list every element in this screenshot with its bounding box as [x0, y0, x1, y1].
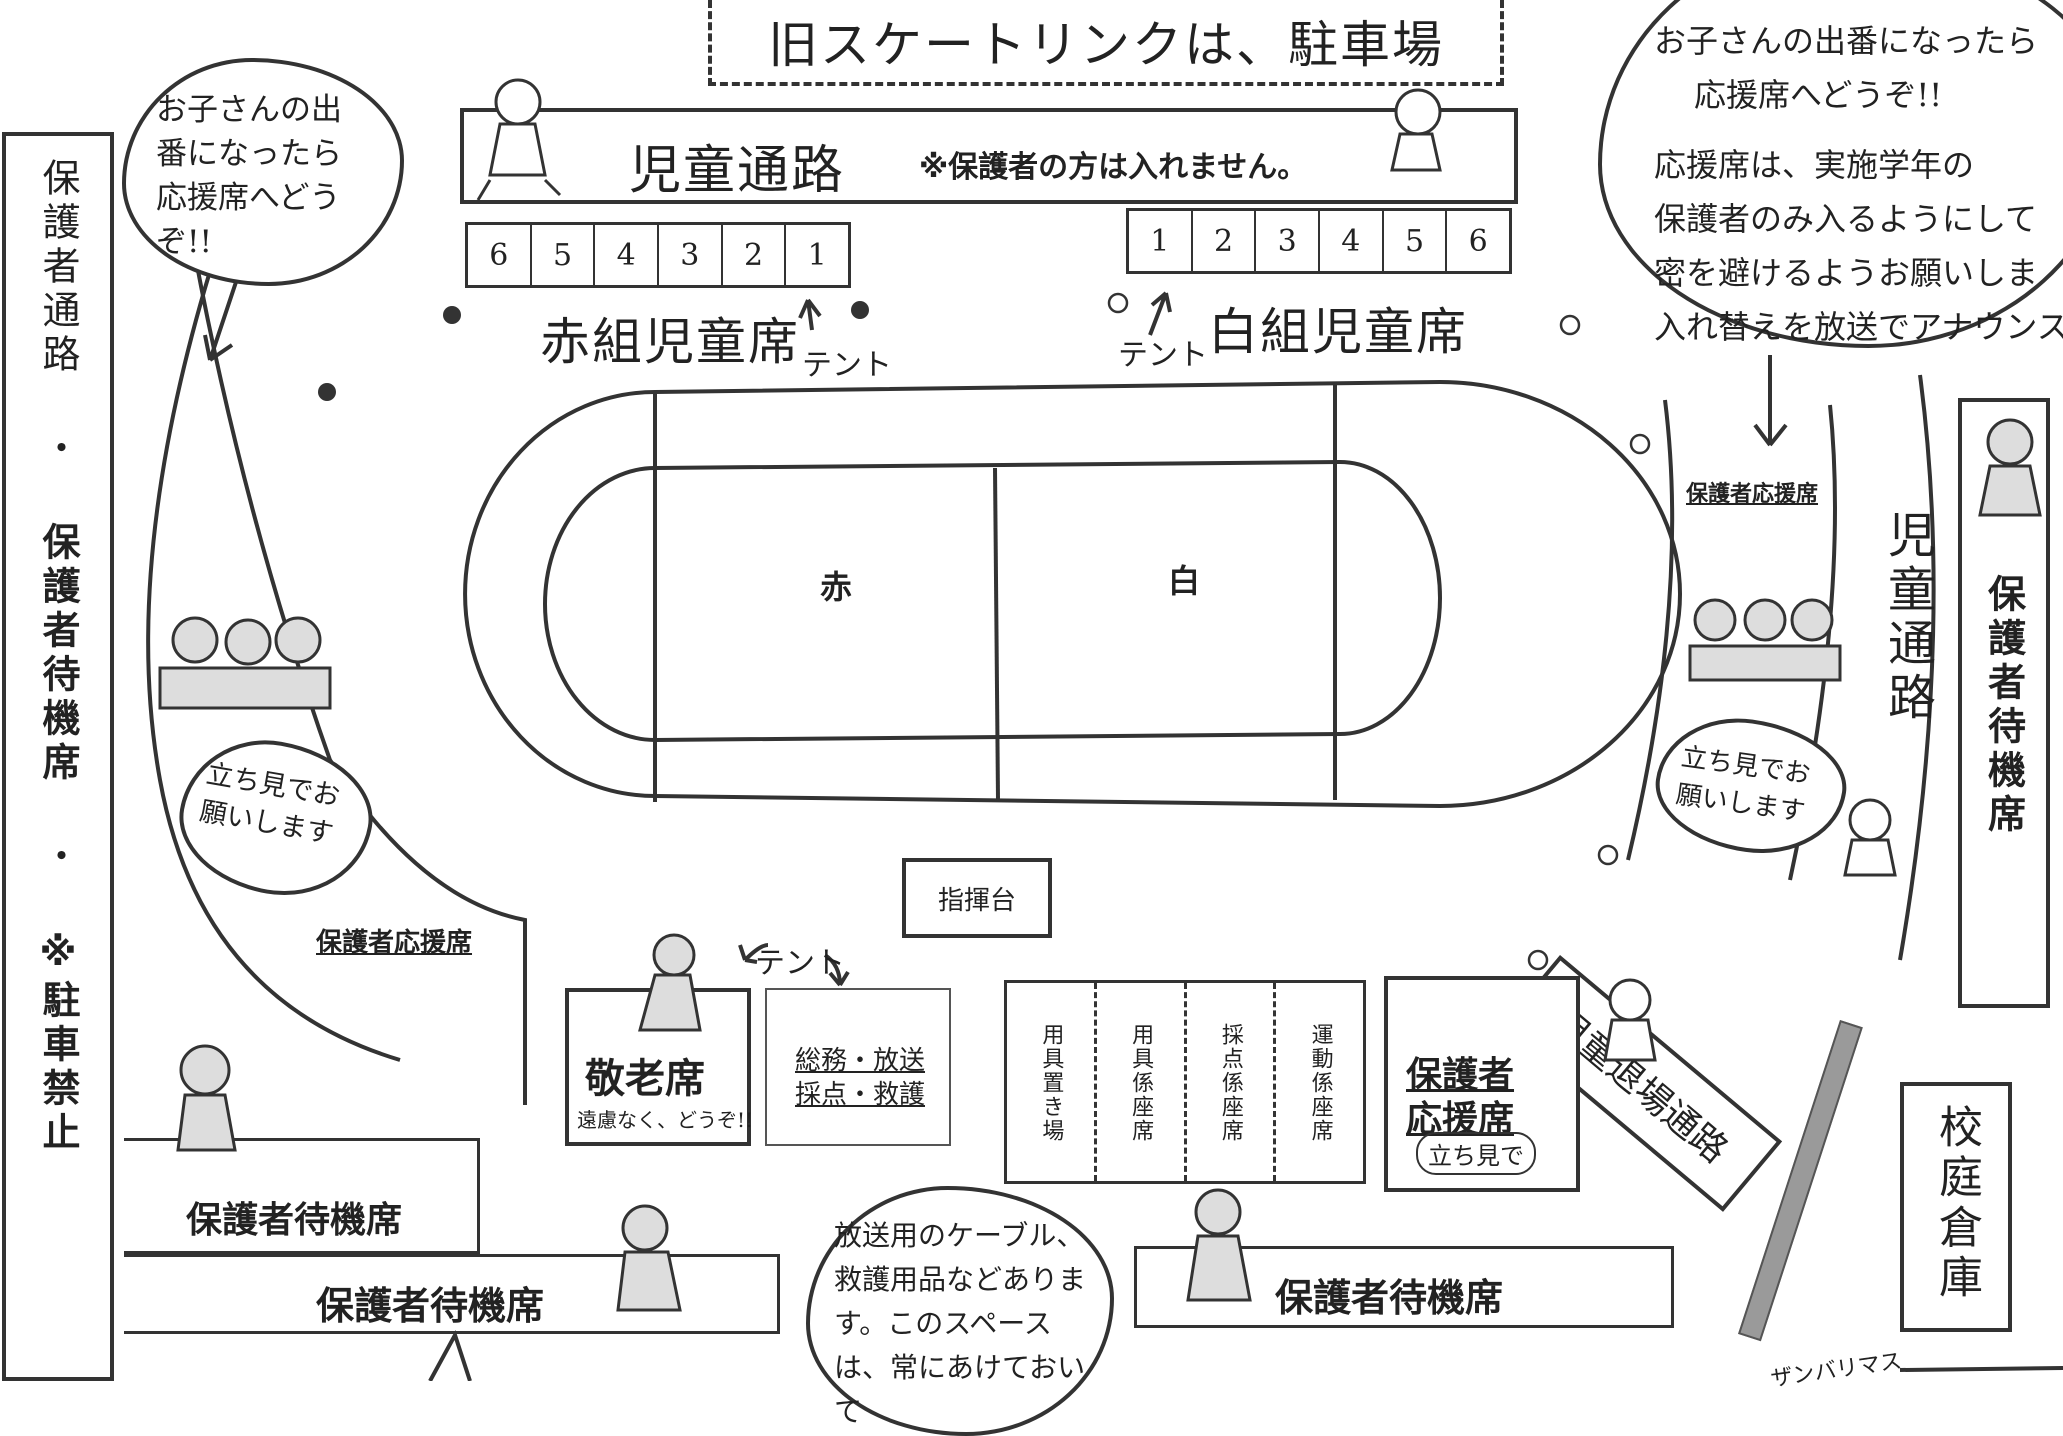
parent-figure-right-column [1978, 418, 2042, 517]
bottom-right-standing: 立ち見で [1416, 1132, 1536, 1175]
child-path-top-label: 児童通路 [629, 141, 846, 201]
field-drawing [146, 239, 2063, 1381]
red-seat-label: 赤組児童席 [540, 313, 800, 371]
red-seat-2: 2 [723, 225, 787, 285]
track-inner [543, 459, 1442, 743]
staff-line-1: 総務・放送 [795, 1046, 926, 1076]
track-outer [463, 379, 1682, 809]
right-bubble-line-3: 応援席は、実施学年の [1654, 146, 1975, 184]
left-parent-column: 保護者通路 ・ 保護者待機席 ・ ※駐車禁止 [2, 132, 114, 1381]
left-column-part-2: ・ [36, 428, 80, 472]
right-cheer-label: 保護者応援席 [1686, 482, 1819, 507]
parent-figure-left [176, 1044, 237, 1152]
left-wait-lower: 保護者待機席 [124, 1254, 780, 1334]
red-seat-numbers: 6 5 4 3 2 1 [465, 222, 851, 288]
parking-banner-text: 旧スケートリンクは、駐車場 [768, 16, 1444, 74]
child-figure-right-mid [1843, 798, 1897, 877]
red-seat-3: 3 [659, 225, 723, 285]
child-figure-exit [1603, 978, 1657, 1062]
cable-bubble-text: 放送用のケーブル、救護用品などあります。このスペースは、常にあけておいて [834, 1219, 1087, 1428]
school-storage-text: 校庭倉庫 [1931, 1104, 1982, 1304]
red-tent-label: テント [802, 348, 892, 383]
child-figure-top-left [476, 78, 562, 201]
elderly-title: 敬老席 [585, 1056, 705, 1102]
right-bubble-line-1: お子さんの出番になったら [1654, 22, 2039, 60]
podium-text: 指揮台 [937, 885, 1016, 916]
equip-col-4: 運動係座席 [1307, 1023, 1333, 1143]
white-seat-6: 6 [1468, 223, 1488, 259]
right-speech-bubble: お子さんの出番になったら 応援席へどうぞ!! 応援席は、実施学年の 保護者のみ入… [1598, 0, 2063, 348]
left-column-text: 保護者通路 ・ 保護者待機席 ・ ※駐車禁止 [36, 158, 80, 1377]
parent-figure-right [1186, 1188, 1252, 1302]
red-seat-6: 6 [468, 225, 532, 285]
child-path-top-note: ※保護者の方は入れません。 [919, 150, 1308, 185]
staff-tent: 総務・放送 採点・救護 [765, 988, 951, 1146]
people-figures [158, 78, 2042, 1312]
left-cheer-label: 保護者応援席 [316, 928, 473, 958]
parents-group-left [158, 616, 332, 710]
red-seat-4: 4 [595, 225, 660, 285]
equip-col-1: 用具置き場 [1007, 983, 1097, 1181]
equipment-area: 用具置き場 用具係座席 採点係座席 運動係座席 [1004, 980, 1366, 1184]
white-seat-4: 4 [1320, 211, 1384, 271]
right-bubble-line-5: 密を避けるようお願いしま [1654, 254, 2039, 292]
right-wait-bottom: 保護者待機席 [1134, 1246, 1674, 1328]
elderly-note: 遠慮なく、どうぞ!! [577, 1108, 754, 1132]
staff-line-2: 採点・救護 [795, 1080, 926, 1110]
right-parent-wait-text: 保護者待機席 [1981, 574, 2026, 838]
right-bubble-line-4: 保護者のみ入るようにして [1654, 200, 2038, 238]
white-seat-label: 白組児童席 [1208, 303, 1468, 361]
white-seat-1: 1 [1129, 211, 1193, 271]
left-speech-bubble: お子さんの出番になったら応援席へどうぞ!! [122, 58, 404, 286]
track-white-label: 白 [1168, 562, 1201, 600]
left-wait-lower-text: 保護者待機席 [316, 1284, 545, 1328]
left-column-part-3: 保護者待機席 [36, 522, 80, 786]
podium: 指揮台 [902, 858, 1052, 938]
white-seat-numbers: 1 2 3 4 5 6 [1126, 208, 1512, 274]
bottom-right-cheer: 保護者 応援席 立ち見で [1384, 976, 1580, 1192]
left-column-part-5: ※駐車禁止 [36, 930, 80, 1156]
right-child-path: 児童通路 [1872, 510, 1942, 726]
track-red-label: 赤 [820, 568, 853, 606]
parent-figure-center [616, 1204, 682, 1312]
white-seat-3: 3 [1256, 211, 1321, 271]
white-seat-5: 5 [1384, 211, 1448, 271]
parents-group-right [1688, 598, 1842, 682]
equip-col-2: 用具係座席 [1097, 983, 1187, 1181]
left-wait-upper: 保護者待機席 [124, 1138, 480, 1254]
left-wait-upper-text: 保護者待機席 [186, 1200, 403, 1241]
right-wait-bottom-text: 保護者待機席 [1275, 1276, 1504, 1320]
left-column-part-1: 保護者通路 [36, 158, 80, 378]
parking-banner: 旧スケートリンクは、駐車場 [708, 0, 1504, 86]
elderly-tent-label: テント [755, 946, 845, 981]
left-bubble-text: お子さんの出番になったら応援席へどうぞ!! [156, 92, 342, 260]
white-seat-2: 2 [1193, 211, 1257, 271]
right-child-path-text: 児童通路 [1879, 510, 1935, 726]
right-bubble-line-6: 入れ替えを放送でアナウンスし [1654, 308, 2063, 346]
bottom-right-cheer-line-1: 保護者 [1406, 1055, 1515, 1096]
child-figure-top-right [1390, 88, 1442, 172]
elderly-figure [638, 933, 702, 1032]
child-path-top: 児童通路 ※保護者の方は入れません。 [460, 108, 1518, 204]
red-seat-5: 5 [532, 225, 596, 285]
red-seat-1: 1 [807, 237, 827, 273]
left-column-part-4: ・ [36, 836, 80, 880]
equip-col-3: 採点係座席 [1187, 983, 1277, 1181]
school-storage: 校庭倉庫 [1900, 1082, 2012, 1332]
right-bubble-line-2: 応援席へどうぞ!! [1694, 76, 1943, 114]
white-tent-label: テント [1118, 338, 1208, 373]
